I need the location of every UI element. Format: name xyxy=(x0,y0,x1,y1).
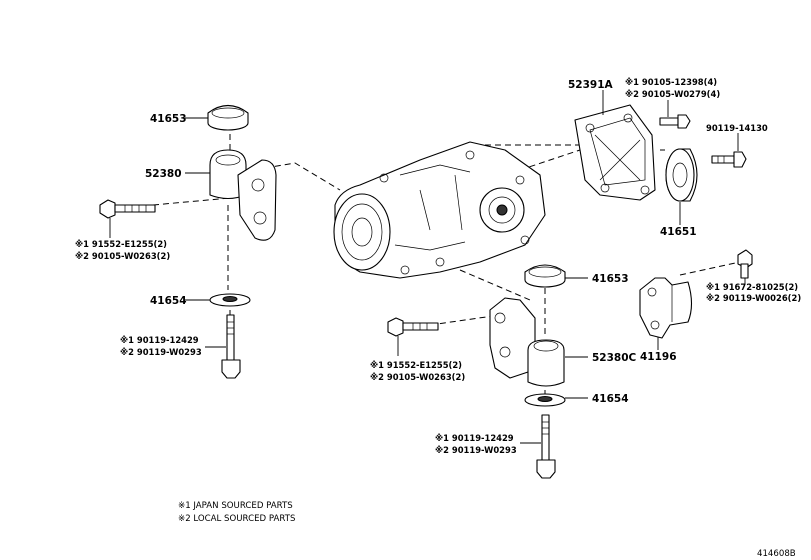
figure-id: 414608B xyxy=(757,549,796,559)
bracket-bolt xyxy=(659,114,691,129)
label-bolt-mid-1: ※1 91552-E1255(2) xyxy=(370,360,462,370)
label-41653-left: 41653 xyxy=(150,113,187,125)
label-41651: 41651 xyxy=(660,226,697,238)
bolt-left xyxy=(99,199,156,219)
damper xyxy=(639,277,693,339)
label-bolt-left-2: ※2 90105-W0263(2) xyxy=(75,251,170,261)
note-japan: ※1 JAPAN SOURCED PARTS xyxy=(178,501,293,511)
rubber-cap-mid xyxy=(524,264,566,288)
label-bolt-rr-1: ※1 91672-81025(2) xyxy=(706,282,798,292)
label-41653-mid: 41653 xyxy=(592,273,629,285)
rubber-cap-left xyxy=(207,104,249,131)
label-90119-14130: 90119-14130 xyxy=(706,123,768,133)
label-52391A: 52391A xyxy=(568,79,614,91)
label-stud-mid-2: ※2 90119-W0293 xyxy=(435,445,517,455)
bolt-mid xyxy=(387,317,439,337)
stud-bolt-mid xyxy=(536,414,556,479)
differential-housing xyxy=(333,141,546,279)
label-stud-mid-1: ※1 90119-12429 xyxy=(435,433,514,443)
note-local: ※2 LOCAL SOURCED PARTS xyxy=(178,514,295,524)
label-41196: 41196 xyxy=(640,351,677,363)
bolt-right xyxy=(711,151,747,168)
label-bracket-bolt-2: ※2 90105-W0279(4) xyxy=(625,89,720,99)
label-bolt-mid-2: ※2 90105-W0263(2) xyxy=(370,372,465,382)
label-stud-left-1: ※1 90119-12429 xyxy=(120,335,199,345)
mount-bracket-mid xyxy=(489,297,565,387)
label-bolt-left-1: ※1 91552-E1255(2) xyxy=(75,239,167,249)
washer-mid xyxy=(524,393,566,407)
bolt-rear-right xyxy=(737,249,753,279)
label-stud-left-2: ※2 90119-W0293 xyxy=(120,347,202,357)
label-bolt-rr-2: ※2 90119-W0026(2) xyxy=(706,293,801,303)
label-52380C: 52380C xyxy=(592,352,637,364)
assembly-dashed-lines xyxy=(152,125,741,440)
bushing xyxy=(665,148,698,202)
stud-bolt-left xyxy=(221,314,241,379)
washer-left xyxy=(209,293,251,307)
label-52380: 52380 xyxy=(145,168,182,180)
rear-bracket xyxy=(574,104,656,201)
label-bracket-bolt-1: ※1 90105-12398(4) xyxy=(625,77,717,87)
mount-bracket-left xyxy=(209,149,277,241)
label-41654-mid: 41654 xyxy=(592,393,629,405)
label-41654-left: 41654 xyxy=(150,295,187,307)
